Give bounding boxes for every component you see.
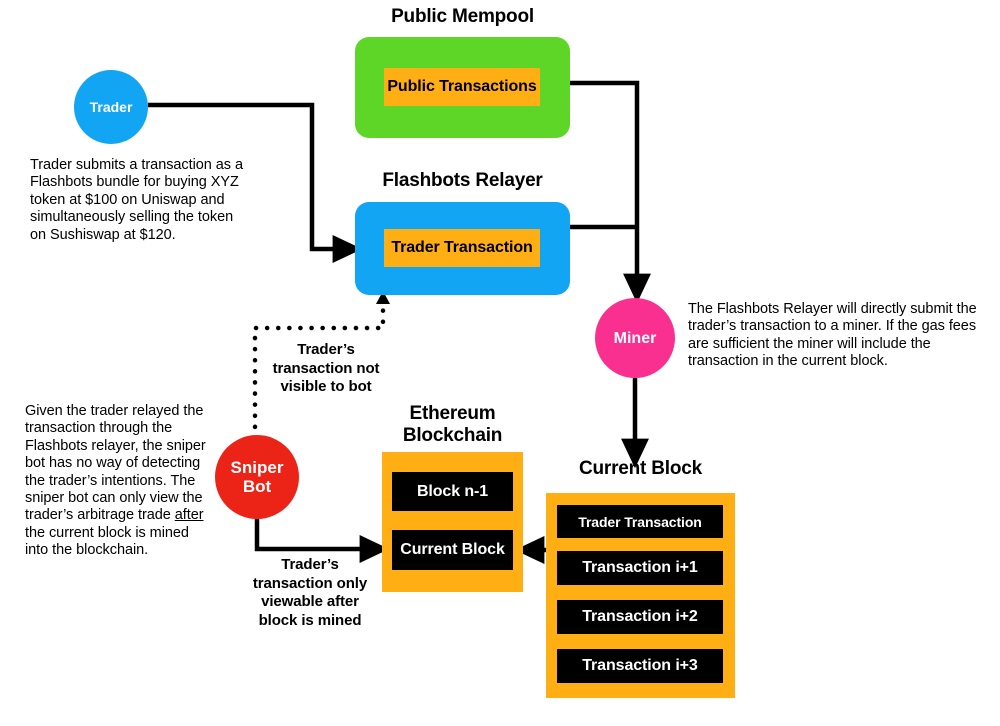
title-ethereum-blockchain: Ethereum Blockchain <box>375 403 530 447</box>
edge-label-not-visible: Trader’s transaction not visible to bot <box>272 341 380 395</box>
block-n-minus-1[interactable]: Block n-1 <box>392 472 513 511</box>
title-flashbots-relayer: Flashbots Relayer <box>382 170 543 191</box>
current-block-tx-2[interactable]: Transaction i+2 <box>557 600 723 634</box>
sniper-bot-label-line2: Bot <box>242 477 272 496</box>
edge-mempool-to-miner <box>570 80 651 304</box>
title-ethereum-blockchain-line1: Ethereum <box>409 403 496 424</box>
trader-transaction-chip[interactable]: Trader Transaction <box>384 229 540 267</box>
relayer-note: The Flashbots Relayer will directly subm… <box>688 301 977 370</box>
title-public-mempool: Public Mempool <box>391 6 534 27</box>
sniper-bot-node[interactable]: Sniper Bot <box>215 435 299 519</box>
trader-node-label: Trader <box>89 98 133 115</box>
title-ethereum-blockchain-line2: Blockchain <box>402 425 503 446</box>
sniper-note-underlined: after <box>174 507 204 524</box>
sniper-note-part1: Given the trader relayed the transaction… <box>25 403 206 524</box>
edge-label-viewable-after: Trader’s transaction only viewable after… <box>252 556 368 629</box>
miner-node-label: Miner <box>613 329 657 347</box>
edge-sniper-to-ethchain <box>254 518 390 563</box>
miner-node[interactable]: Miner <box>595 298 675 378</box>
title-current-block: Current Block <box>578 458 703 479</box>
block-current[interactable]: Current Block <box>392 530 513 570</box>
current-block-tx-0[interactable]: Trader Transaction <box>557 505 723 538</box>
trader-note: Trader submits a transaction as a Flashb… <box>30 157 243 243</box>
current-block-tx-1[interactable]: Transaction i+1 <box>557 551 723 585</box>
sniper-bot-label-line1: Sniper <box>230 458 284 477</box>
sniper-note: Given the trader relayed the transaction… <box>25 403 215 560</box>
public-transactions-chip[interactable]: Public Transactions <box>384 68 540 106</box>
current-block-tx-3[interactable]: Transaction i+3 <box>557 649 723 683</box>
trader-node[interactable]: Trader <box>74 70 148 144</box>
sniper-note-part2: the current block is mined into the bloc… <box>25 524 189 559</box>
